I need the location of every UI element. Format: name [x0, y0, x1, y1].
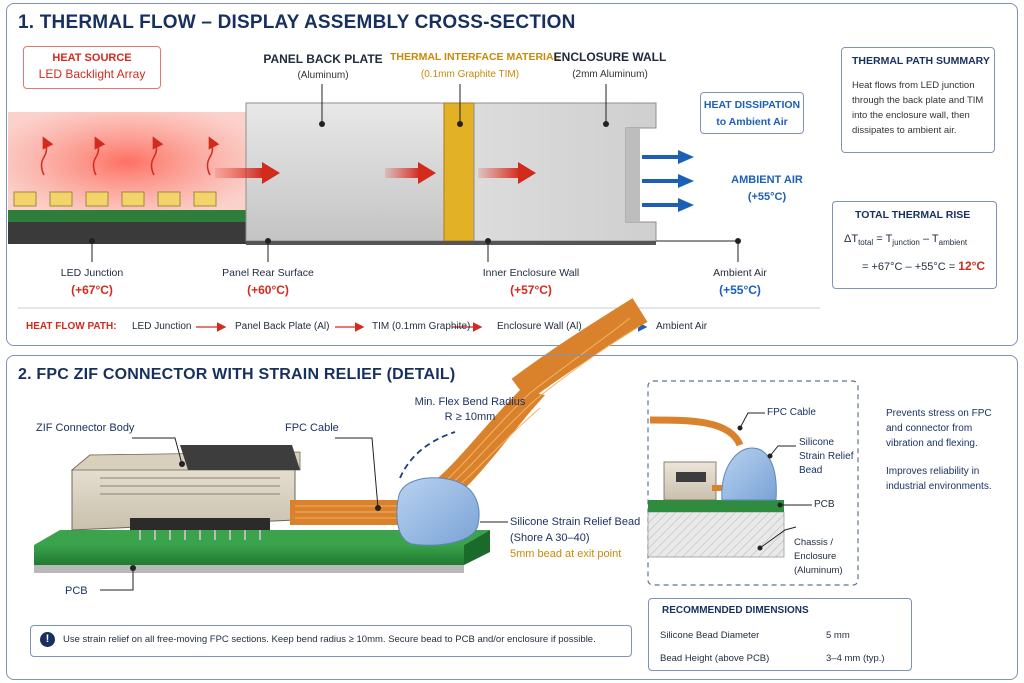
tj-symbol: T [885, 233, 893, 245]
ta-sub: ambient [938, 238, 968, 248]
benefit-2b: industrial environments. [886, 481, 992, 492]
detail-bead-line1: Silicone [799, 437, 835, 448]
delta-symbol: ΔT [844, 233, 859, 245]
dims-row2-value: 3–4 mm (typ.) [826, 653, 885, 664]
summary-title: THERMAL PATH SUMMARY [852, 55, 990, 67]
ambient-air-label: AMBIENT AIR [731, 174, 803, 186]
pcb-label: PCB [65, 585, 88, 597]
point-inner-enclosure: Inner Enclosure Wall [482, 267, 580, 279]
silicone-bead [396, 477, 480, 546]
dims-row1-value: 5 mm [826, 630, 850, 641]
rise-result: 12°C [958, 259, 986, 273]
flow-step-5: Ambient Air [656, 321, 708, 332]
bead-label-1: Silicone Strain Relief Bead [510, 516, 641, 528]
flow-path-label: HEAT FLOW PATH: [26, 321, 117, 332]
summary-line-1: Heat flows from LED junction [852, 80, 975, 91]
rise-calc: = +67°C – +55°C = [862, 261, 956, 273]
tj-sub: junction [892, 238, 920, 248]
fpc-cable-label: FPC Cable [285, 422, 339, 434]
bead-label-3: 5mm bead at exit point [510, 548, 622, 560]
pcb-main [34, 530, 490, 573]
flow-step-1: LED Junction [132, 321, 192, 332]
back-plate-title: PANEL BACK PLATE [263, 52, 383, 66]
flow-step-3: TIM (0.1mm Graphite) [372, 321, 471, 332]
dims-title: RECOMMENDED DIMENSIONS [662, 605, 809, 616]
bead-label-2: (Shore A 30–40) [510, 532, 590, 544]
enclosure-wall [473, 102, 657, 242]
temp-panel-rear: (+60°C) [247, 283, 289, 297]
dissipation-box [700, 92, 804, 134]
rise-formula: ΔTtotal = Tjunction – Tambient [844, 233, 967, 247]
back-plate-subtitle: (Aluminum) [297, 70, 349, 81]
benefit-1a: Prevents stress on FPC [886, 408, 992, 419]
note-text: Use strain relief on all free-moving FPC… [63, 634, 596, 645]
dissipation-line2: to Ambient Air [716, 116, 788, 128]
enclosure-subtitle: (2mm Aluminum) [572, 69, 648, 80]
bend-radius-line2: R ≥ 10mm [444, 411, 496, 423]
delta-sub: total [858, 238, 874, 248]
benefit-2a: Improves reliability in [886, 466, 980, 477]
air-flow-arrows [642, 155, 680, 207]
fpc-zif-panel [6, 355, 1018, 680]
enclosure-title: ENCLOSURE WALL [553, 50, 667, 64]
minus-sign: – [922, 233, 930, 245]
tim-subtitle: (0.1mm Graphite TIM) [420, 69, 520, 80]
temp-led-junction: (+67°C) [71, 283, 113, 297]
detail-chassis-2: Enclosure [794, 551, 837, 562]
thermal-rise-box [832, 201, 997, 289]
ambient-air-temp: (+55°C) [747, 191, 787, 203]
zif-connector-body [70, 445, 301, 540]
flow-step-4: Enclosure Wall (Al) [497, 321, 582, 332]
dims-row1-name: Silicone Bead Diameter [660, 630, 760, 641]
temp-ambient: (+55°C) [719, 283, 761, 297]
summary-line-2: through the back plate and TIM [852, 95, 984, 106]
detail-drawing [647, 416, 785, 558]
benefit-1c: vibration and flexing. [886, 438, 978, 449]
detail-box [647, 380, 859, 586]
heat-source-box [23, 46, 161, 89]
rise-calc-line: = +67°C – +55°C = 12°C [862, 259, 985, 273]
temp-inner-enclosure: (+57°C) [510, 283, 552, 297]
heat-source-subtitle: LED Backlight Array [38, 67, 146, 81]
detail-pcb-label: PCB [814, 499, 835, 510]
heat-flow-arrows [215, 162, 536, 184]
detail-bead-line3: Bead [799, 465, 823, 476]
point-led-junction: LED Junction [60, 267, 124, 279]
detail-bead-line2: Strain Relief [799, 451, 854, 462]
thermal-path-summary [841, 47, 995, 153]
detail-chassis-3: (Aluminum) [794, 565, 843, 576]
equals-sign: = [876, 233, 883, 245]
zif-body-label: ZIF Connector Body [36, 422, 135, 434]
dissipation-line1: HEAT DISSIPATION [703, 99, 801, 111]
ta-symbol: T [931, 233, 939, 245]
note-box [30, 625, 632, 657]
led-backlight-array [8, 112, 246, 244]
info-icon: ! [40, 632, 55, 647]
rise-title: TOTAL THERMAL RISE [855, 209, 971, 221]
recommended-dimensions-table [648, 598, 912, 671]
dims-row2-name: Bead Height (above PCB) [660, 653, 770, 664]
bend-radius-line1: Min. Flex Bend Radius [414, 396, 526, 408]
summary-line-3: into the enclosure wall, then [852, 110, 970, 121]
detail-chassis-1: Chassis / [794, 537, 834, 548]
point-panel-rear: Panel Rear Surface [222, 267, 314, 279]
section1-title: 1. THERMAL FLOW – DISPLAY ASSEMBLY CROSS… [18, 12, 576, 33]
summary-line-4: dissipates to ambient air. [852, 125, 957, 136]
detail-fpc-label: FPC Cable [767, 407, 816, 418]
heat-source-title: HEAT SOURCE [52, 52, 132, 64]
benefit-1b: and connector from [886, 423, 973, 434]
section2-title: 2. FPC ZIF CONNECTOR WITH STRAIN RELIEF … [18, 366, 456, 383]
point-ambient: Ambient Air [713, 267, 767, 279]
tim-title: THERMAL INTERFACE MATERIAL [390, 51, 560, 63]
flow-step-2: Panel Back Plate (Al) [235, 321, 330, 332]
